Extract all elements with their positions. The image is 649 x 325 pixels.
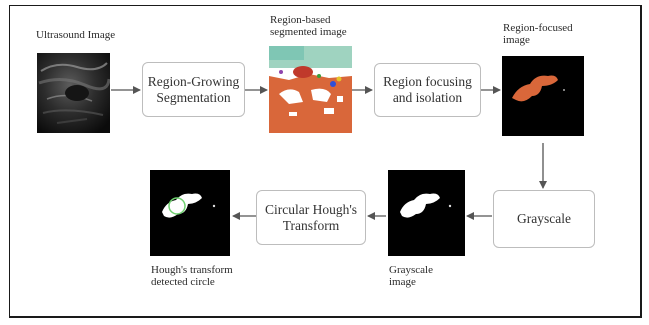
- detected-circle: [168, 197, 186, 215]
- circular-hough-transform-box: Circular Hough's Transform: [256, 190, 366, 245]
- region-growing-segmentation-box: Region-Growing Segmentation: [142, 62, 245, 117]
- region-focusing-box: Region focusing and isolation: [374, 63, 481, 117]
- label-segmented-image: Region-based segmented image: [270, 14, 347, 38]
- label-focused-image: Region-focused image: [503, 22, 573, 46]
- hough-transform-image: [150, 170, 230, 256]
- grayscale-box: Grayscale: [493, 190, 595, 248]
- region-focused-image: [502, 56, 584, 136]
- grayscale-image: [388, 170, 465, 256]
- label-hough-image: Hough's transform detected circle: [151, 264, 233, 288]
- label-grayscale-image: Grayscale image: [389, 264, 433, 288]
- segmented-image: [269, 46, 352, 133]
- diagram-frame: [9, 5, 642, 318]
- label-ultrasound-image: Ultrasound Image: [36, 29, 116, 41]
- ultrasound-image: [37, 53, 110, 133]
